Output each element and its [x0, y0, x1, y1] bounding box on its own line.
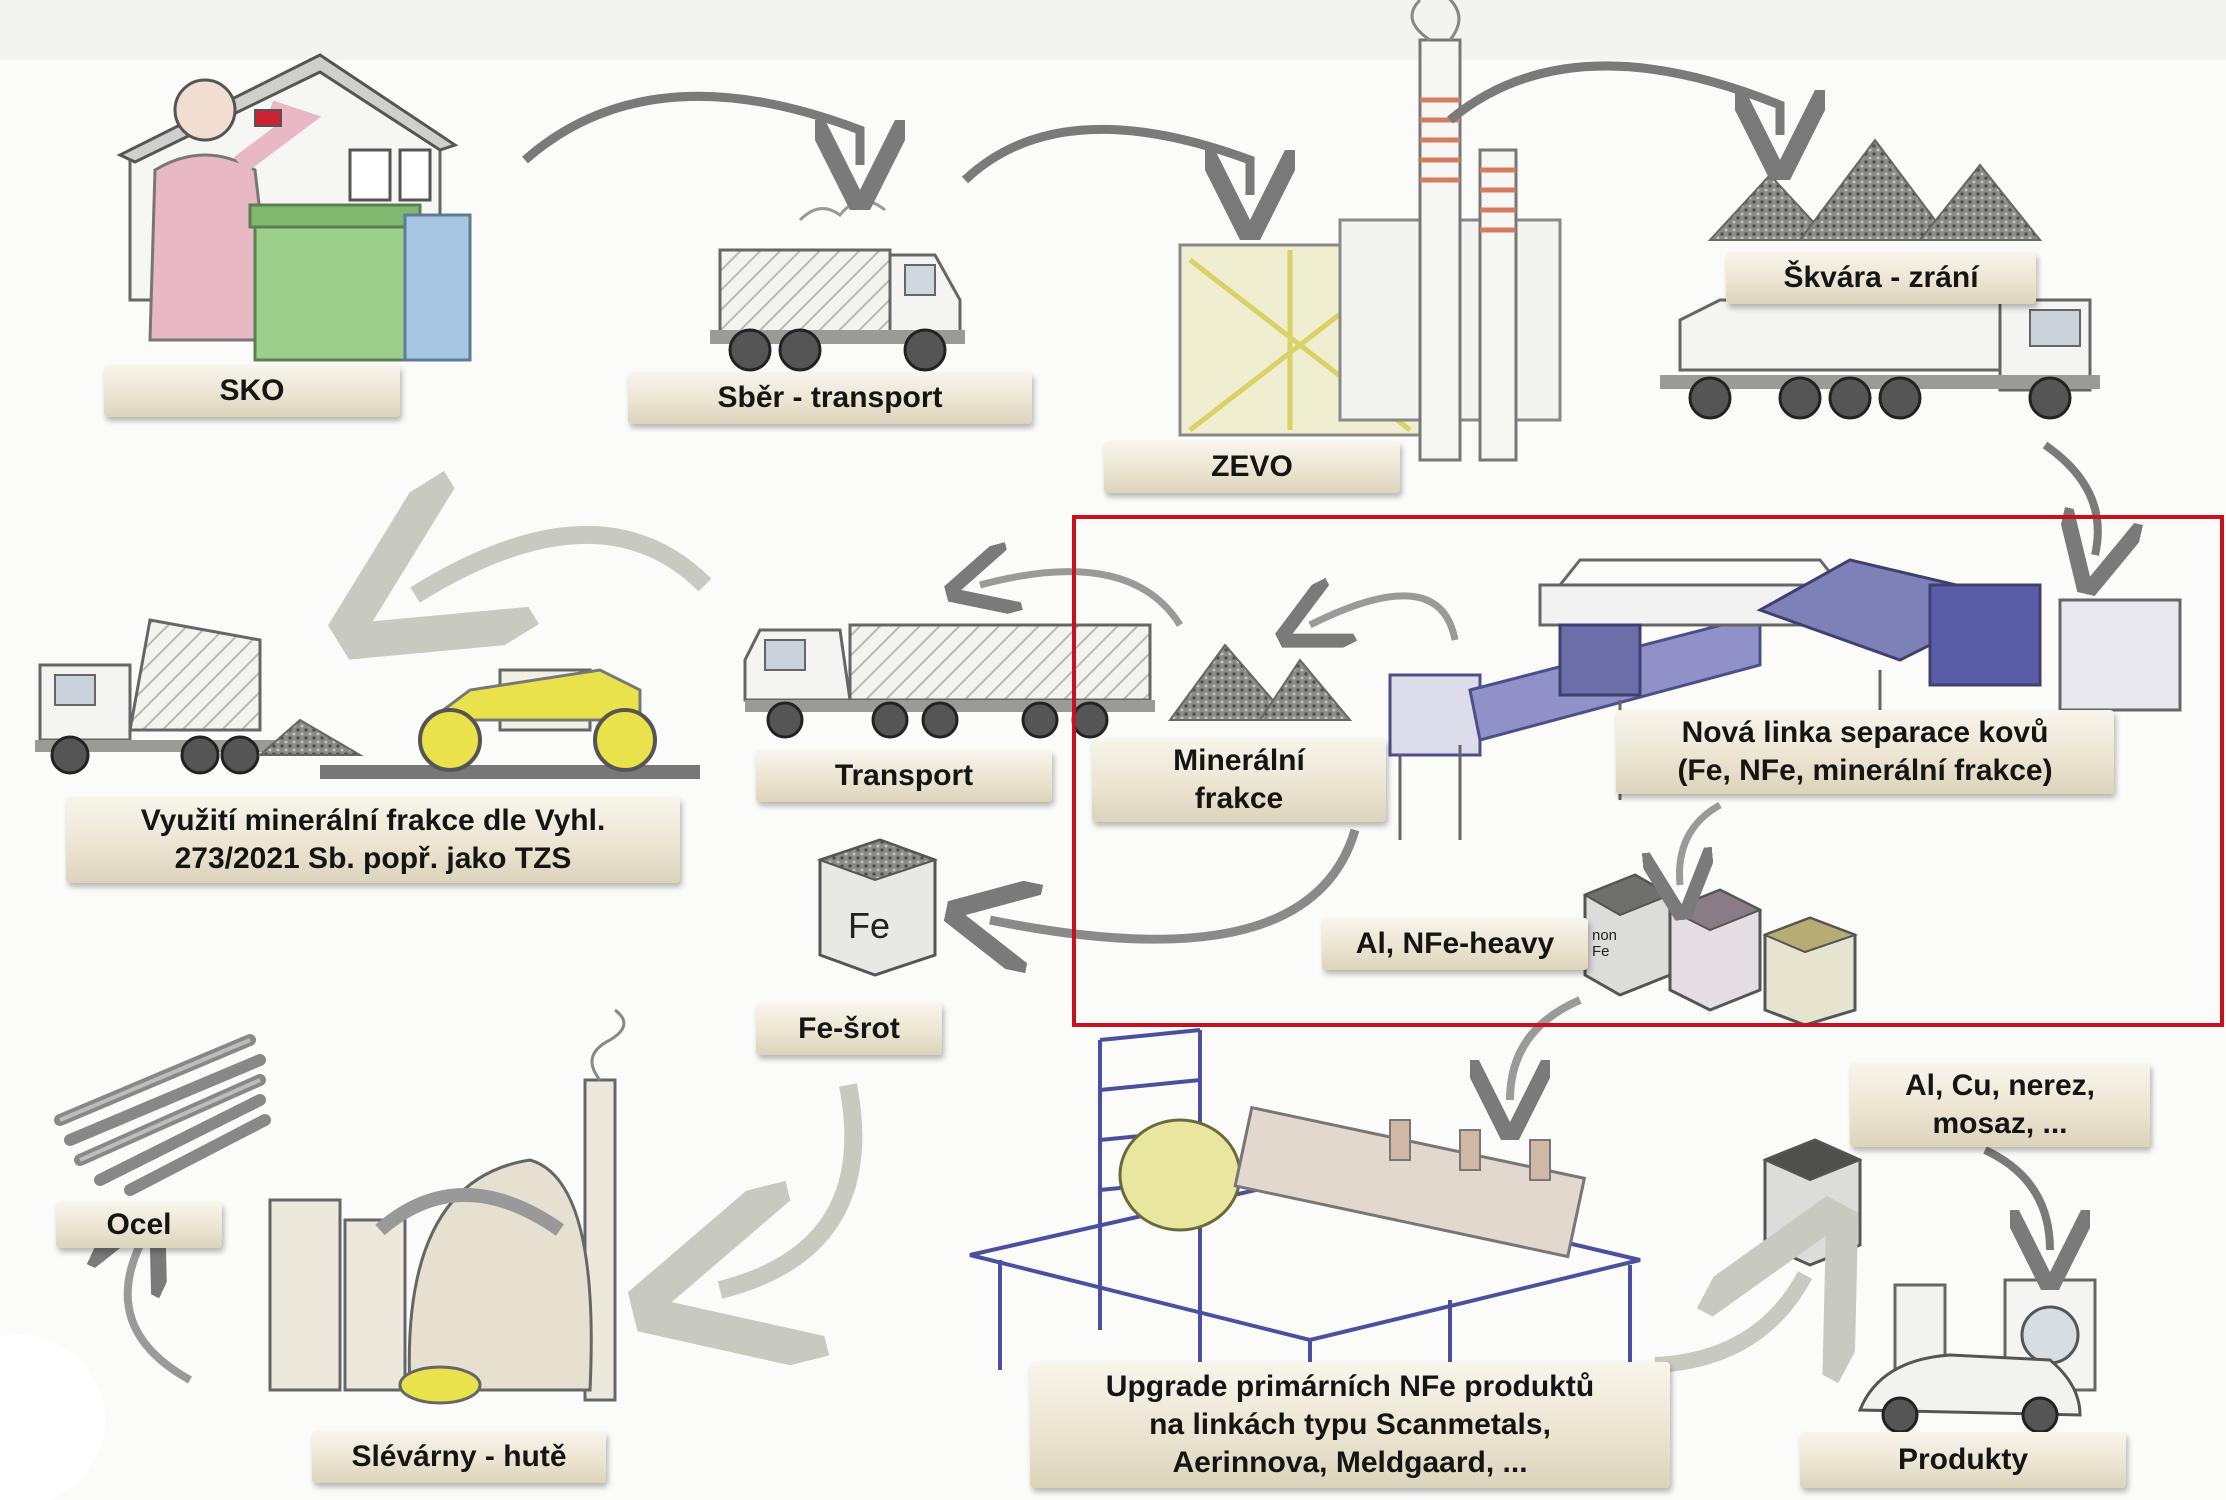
semi-truck-icon — [1660, 298, 2100, 420]
road-roller-icon — [418, 668, 657, 772]
transport-truck-icon — [743, 623, 1155, 739]
corner-decoration — [0, 1335, 105, 1500]
arrow-upgrade-to-nfe-box — [1654, 1275, 1805, 1365]
label-slevarny-hute: Slévárny - hutě — [312, 1431, 606, 1483]
highlight-box-new-line — [1072, 515, 2224, 1027]
arrow-fe-to-slevarny — [720, 1083, 863, 1290]
arrow-linka-to-mineral — [1310, 596, 1459, 640]
label-upgrade: Upgrade primárních NFe produktů na linká… — [1030, 1362, 1670, 1488]
arrow-mineral-to-transport — [980, 572, 1183, 627]
label-produkty: Produkty — [1800, 1432, 2126, 1488]
label-mineralni-line2: frakce — [1194, 782, 1284, 815]
label-vyuziti-line2: 273/2021 Sb. popř. jako TZS — [174, 842, 572, 875]
garbage-truck-icon — [710, 199, 965, 372]
label-nova-linka-line2: (Fe, NFe, minerální frakce) — [1677, 754, 2053, 787]
person-drinking-icon — [148, 78, 322, 342]
waste-bins-icon — [248, 203, 472, 362]
dump-truck-road-icon — [35, 618, 700, 779]
fe-scrap-box-icon — [816, 838, 939, 977]
label-vyuziti-line1: Využití minerální frakce dle Vyhl. — [140, 804, 606, 837]
label-sber-transport: Sběr - transport — [628, 372, 1032, 424]
mineral-fraction-piles-icon — [1168, 643, 1353, 721]
arrow-transport-to-vyuziti — [415, 535, 712, 595]
consumer-products-icon — [1857, 1278, 2097, 1434]
arrow-sko-to-sber — [522, 91, 860, 165]
label-skvara-zrani: Škvára - zrání — [1726, 252, 2036, 304]
arrow-nfe-to-upgrade — [1510, 996, 1582, 1100]
label-al-cu-line1: Al, Cu, nerez, — [1904, 1069, 2096, 1102]
label-upgrade-line2: na linkách typu Scanmetals, — [1149, 1408, 1551, 1441]
label-ocel: Ocel — [56, 1202, 222, 1248]
label-fe-srot: Fe-šrot — [756, 1003, 942, 1055]
label-al-cu-nerez: Al, Cu, nerez, mosaz, ... — [1850, 1063, 2150, 1147]
incinerator-plant-icon — [1178, 0, 1562, 462]
separation-line-machinery-icon — [1388, 558, 2182, 840]
label-vyuziti: Využití minerální frakce dle Vyhl. 273/2… — [66, 797, 680, 883]
label-transport: Transport — [756, 750, 1052, 802]
arrow-skvara-to-linka — [2042, 441, 2098, 555]
arrow-nfe-to-produkty — [1983, 1146, 2050, 1250]
steel-bars-icon — [54, 1034, 271, 1196]
label-al-cu-line2: mosaz, ... — [1932, 1107, 2068, 1140]
non-fe-mark-line2: Fe — [1592, 943, 1610, 960]
label-al-nfe-heavy: Al, NFe-heavy — [1322, 918, 1588, 970]
foundry-icon — [268, 1008, 626, 1405]
label-upgrade-line1: Upgrade primárních NFe produktů — [1105, 1370, 1595, 1403]
arrow-sber-to-zevo — [961, 124, 1250, 195]
label-zevo: ZEVO — [1104, 441, 1400, 493]
label-nova-linka: Nová linka separace kovů (Fe, NFe, miner… — [1616, 710, 2114, 794]
arrow-slevarny-to-ocel — [128, 1245, 192, 1384]
label-upgrade-line3: Aerinnova, Meldgaard, ... — [1172, 1446, 1528, 1479]
fe-box-mark: Fe — [848, 905, 891, 946]
label-mineralni-frakce: Minerální frakce — [1092, 738, 1386, 822]
slag-piles-icon — [1707, 138, 2043, 241]
label-sko: SKO — [104, 365, 400, 417]
label-nova-linka-line1: Nová linka separace kovů — [1681, 716, 2049, 749]
arrow-linka-to-nfe — [1680, 801, 1722, 885]
flow-arrows — [128, 61, 2098, 1384]
label-mineralni-line1: Minerální — [1173, 744, 1305, 777]
upgrade-line-scaffold-icon — [969, 1028, 1641, 1380]
non-fe-mark-line1: non — [1592, 927, 1618, 944]
arrow-zevo-to-skvara — [1447, 61, 1780, 135]
